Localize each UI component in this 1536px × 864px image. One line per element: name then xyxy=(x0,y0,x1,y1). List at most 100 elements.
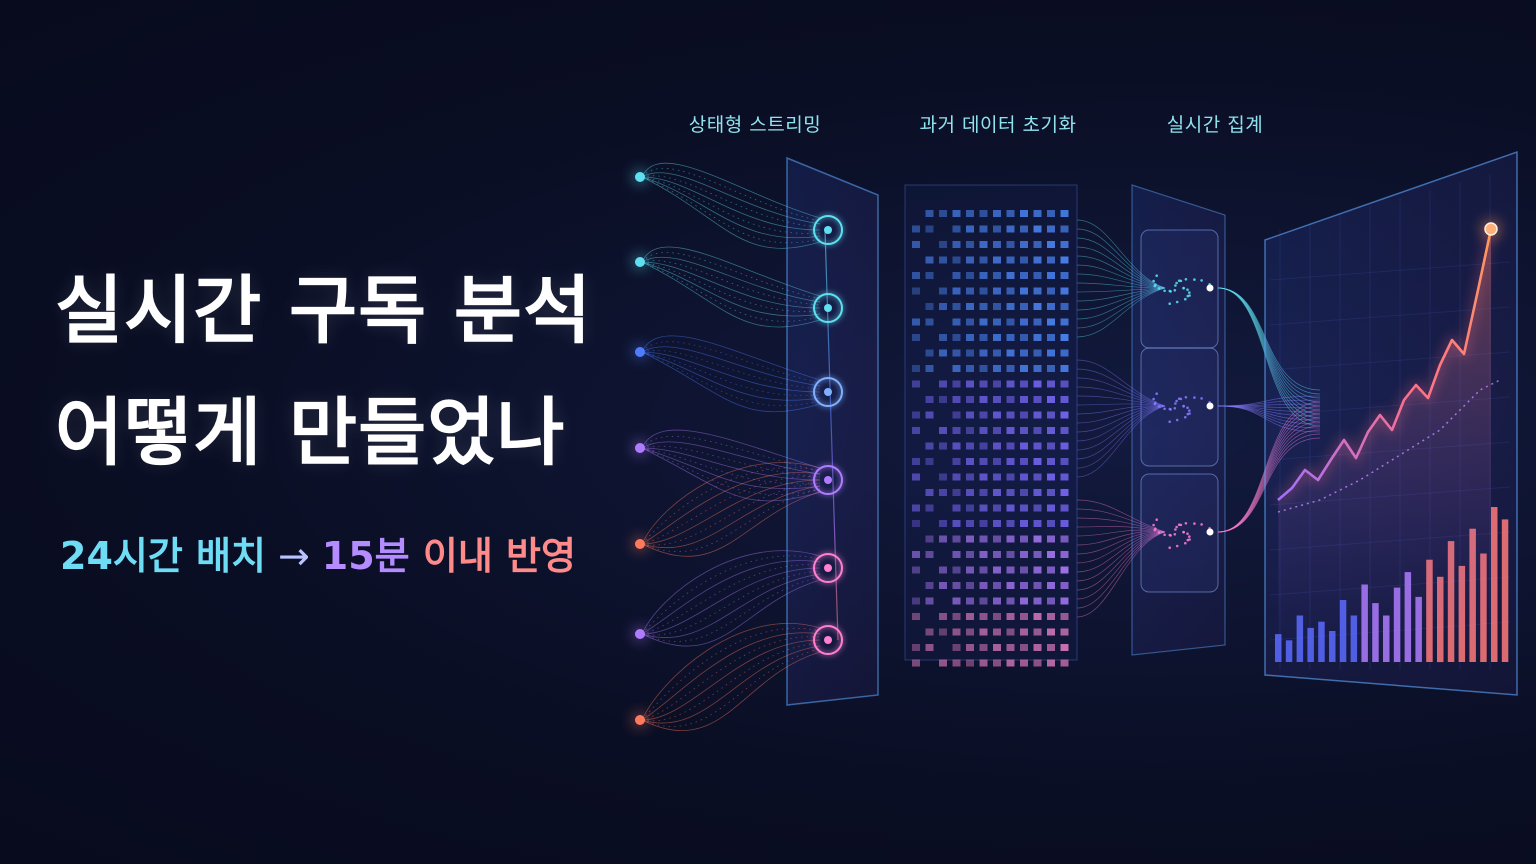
grid-cell xyxy=(993,427,1001,434)
source-node-icon xyxy=(635,443,645,453)
grid-cell xyxy=(939,256,947,264)
grid-cell xyxy=(979,644,988,651)
grid-cell xyxy=(1020,644,1028,651)
aggregation-card xyxy=(1140,473,1219,593)
backfill-panel-frame xyxy=(904,184,1078,661)
aggregation-cluster-icon xyxy=(1155,518,1158,521)
grid-cell xyxy=(993,520,1001,527)
grid-cell xyxy=(1060,628,1069,636)
grid-cell xyxy=(979,597,988,605)
grid-cell xyxy=(979,241,988,248)
grid-cell xyxy=(1033,520,1042,527)
grid-cell xyxy=(1006,380,1015,388)
grid-cell xyxy=(1060,535,1069,543)
aggregation-cluster-icon xyxy=(1154,527,1157,530)
aggregation-cluster-icon xyxy=(1175,300,1179,304)
grid-cell xyxy=(1047,225,1055,233)
grid-cell xyxy=(912,380,920,388)
aggregation-cluster-icon xyxy=(1173,533,1177,536)
aggregation-cluster-icon xyxy=(1179,523,1183,527)
grid-cell xyxy=(1047,303,1055,310)
stream-node-icon xyxy=(813,625,843,655)
grid-cell xyxy=(1033,256,1042,264)
grid-cell xyxy=(993,241,1001,248)
grid-cell xyxy=(993,442,1001,450)
grid-cell xyxy=(912,551,920,558)
grid-cell xyxy=(952,458,961,465)
source-node-icon xyxy=(635,257,645,267)
grid-cell xyxy=(1006,504,1015,512)
grid-cell xyxy=(952,473,961,481)
grid-cell xyxy=(925,535,934,543)
grid-cell xyxy=(1033,504,1042,512)
fan-line xyxy=(641,261,821,322)
aggregation-cluster-icon xyxy=(1186,288,1189,291)
grid-cell xyxy=(1047,287,1055,295)
grid-cell xyxy=(979,504,988,512)
grid-cell xyxy=(979,287,988,295)
grid-cell xyxy=(1060,303,1069,310)
grid-cell xyxy=(1047,318,1055,326)
dashboard-panel xyxy=(1264,150,1518,696)
subheadline: 24시간 배치→15분 이내 반영 xyxy=(60,530,576,582)
grid-cell xyxy=(966,272,974,279)
grid-cell xyxy=(993,628,1001,636)
grid-cell xyxy=(966,582,974,589)
stage-label-streaming: 상태형 스트리밍 xyxy=(688,114,822,136)
grid-cell xyxy=(952,411,961,419)
grid-cell xyxy=(952,287,961,295)
grid-cell xyxy=(925,644,934,651)
grid-cell xyxy=(1033,659,1042,667)
streaming-panel xyxy=(786,156,879,706)
grid-line xyxy=(1269,306,1511,326)
grid-cell xyxy=(979,380,988,388)
stage-label-backfill: 과거 데이터 초기화 xyxy=(919,114,1077,136)
grid-cell xyxy=(966,597,974,605)
grid-cell xyxy=(912,473,920,481)
grid-cell xyxy=(1060,442,1069,450)
peak-marker-icon xyxy=(1484,222,1498,236)
grid-cell xyxy=(993,613,1001,620)
grid-cell xyxy=(979,659,988,667)
grid-cell xyxy=(966,287,974,295)
grid-cell xyxy=(925,504,934,512)
grid-cell xyxy=(1006,473,1015,481)
grid-cell xyxy=(1006,365,1015,372)
aggregation-cluster-icon xyxy=(1154,283,1157,286)
grid-cell xyxy=(1006,349,1015,357)
aggregation-cluster-icon xyxy=(1200,523,1203,526)
grid-cell xyxy=(925,318,934,326)
grid-cell xyxy=(966,489,974,496)
stream-node-core xyxy=(824,564,832,572)
aggregation-cluster-icon xyxy=(1155,274,1158,277)
grid-cell xyxy=(1060,287,1069,295)
aggregation-cluster-icon xyxy=(1179,279,1183,283)
grid-cell xyxy=(1060,349,1069,357)
grid-cell xyxy=(1033,628,1042,636)
aggregation-cluster-icon xyxy=(1163,289,1166,293)
grid-cell xyxy=(952,396,961,403)
grid-cell xyxy=(1020,334,1028,341)
grid-cell xyxy=(912,427,920,434)
aggregation-cluster-icon xyxy=(1186,538,1190,542)
grid-cell xyxy=(993,334,1001,341)
grid-cell xyxy=(939,520,947,527)
grid-cell xyxy=(939,535,947,543)
aggregation-cluster-icon xyxy=(1175,399,1178,403)
grid-cell xyxy=(1020,411,1028,419)
grid-cell xyxy=(993,349,1001,357)
aggregation-cluster-icon xyxy=(1152,397,1155,401)
grid-cell xyxy=(912,458,920,465)
grid-cell xyxy=(993,551,1001,558)
stream-node-icon xyxy=(813,377,843,407)
headline: 실시간 구독 분석 어떻게 만들었나 xyxy=(55,250,592,494)
grid-cell xyxy=(1047,256,1055,264)
grid-cell xyxy=(966,628,974,636)
grid-cell xyxy=(993,380,1001,388)
aggregation-cluster-icon xyxy=(1173,407,1177,410)
grid-cell xyxy=(939,287,947,295)
stream-node-core xyxy=(824,226,832,234)
grid-cell xyxy=(1060,504,1069,512)
grid-cell xyxy=(1047,396,1055,403)
